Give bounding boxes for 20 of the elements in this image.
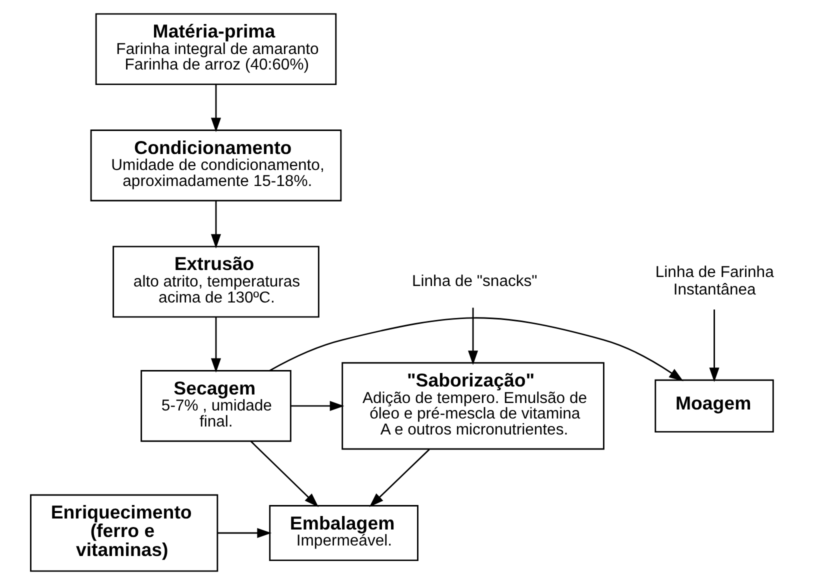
- node-box: Enriquecimento (ferro e vitaminas): [30, 494, 218, 572]
- arrow: [210, 200, 222, 248]
- arrow: [269, 317, 684, 382]
- arrow: [250, 440, 319, 508]
- arrow: [290, 400, 344, 411]
- node-text: Linha de Farinha Instantânea: [655, 264, 774, 298]
- node-box: Embalagem Impermeável.: [269, 505, 418, 562]
- arrow: [468, 308, 478, 365]
- node-box: Moagem: [654, 379, 774, 432]
- arrow: [369, 448, 430, 508]
- arrow: [218, 528, 272, 538]
- arrow: [210, 84, 222, 132]
- node-text: Linha de "snacks": [412, 272, 538, 290]
- arrow: [709, 310, 720, 382]
- node-box: Matéria-prima Farinha integral de amaranto Farinha de arroz (40:60%): [95, 13, 337, 85]
- node-box: Extrusão alto atrito, temperaturas acima de 130ºC.: [112, 246, 320, 318]
- arrow: [210, 316, 222, 373]
- node-box: Condicionamento Umidade de condicionamento, aproximadamente 15-18%.: [90, 130, 342, 202]
- node-box: "Saborização" Adição de tempero. Emulsão de óleo e pré-mescla de vitamina A e outros micronutrientes.: [342, 362, 604, 450]
- node-box: Secagem 5-7% , umidade final.: [140, 370, 292, 442]
